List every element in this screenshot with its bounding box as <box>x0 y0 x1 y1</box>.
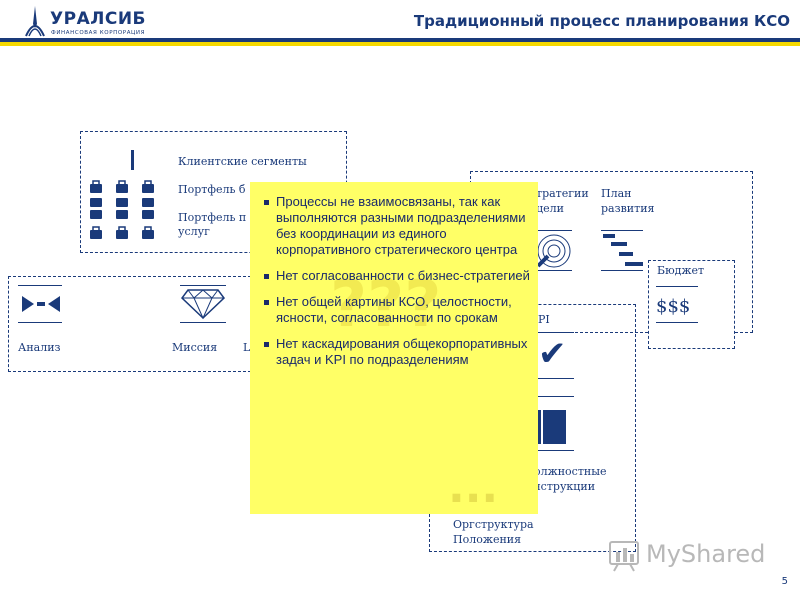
strategy-label-2: цели <box>536 202 564 215</box>
bullet-icon <box>264 200 269 205</box>
briefcases-icon <box>90 180 154 239</box>
analysis-line-bottom <box>18 322 62 323</box>
mission-line-top <box>180 285 226 286</box>
diamond-icon <box>181 289 225 320</box>
sticky-point-text: Процессы не взаимосвязаны, так как выпол… <box>276 194 526 257</box>
checkmark-icon: ✔ <box>538 334 567 374</box>
job-line-top <box>538 396 574 397</box>
page-title: Традиционный процесс планирования КСО <box>413 12 790 30</box>
target-icon <box>536 234 571 268</box>
analysis-line-top <box>18 285 62 286</box>
kpi-line-top <box>538 332 574 333</box>
page-number: 5 <box>781 576 788 587</box>
company-logo: УРАЛСИБ ФИНАНСОВАЯ КОРПОРАЦИЯ <box>24 6 154 38</box>
plan-label-1: План <box>601 187 632 200</box>
watermark: MyShared <box>604 538 766 574</box>
clients-label-services: услуг <box>178 225 210 238</box>
sticky-point: Нет общей картины КСО, целостности, ясно… <box>262 294 530 326</box>
org-label-1: Оргструктура <box>453 518 534 531</box>
bullet-icon <box>264 342 269 347</box>
kpi-line-bottom <box>538 378 574 379</box>
documents-icon <box>538 408 566 444</box>
sticky-note <box>250 182 538 514</box>
sticky-point-text: Нет каскадирования общекорпоративных зад… <box>276 336 528 367</box>
sticky-point: Процессы не взаимосвязаны, так как выпол… <box>262 194 530 258</box>
analysis-cut-label: L <box>243 341 251 354</box>
job-label-1: олжностные <box>534 465 607 478</box>
kpi-label: PI <box>538 313 550 326</box>
sticky-question-marks: ??? <box>330 268 442 342</box>
sticky-point: Нет согласованности с бизнес-стратегией <box>262 268 530 284</box>
analysis-box <box>8 276 276 372</box>
budget-box <box>648 260 735 349</box>
header-rule-yellow <box>0 42 800 46</box>
sticky-point-text: Нет согласованности с бизнес-стратегией <box>276 268 530 283</box>
strategy-label-1: тратегии <box>536 187 589 200</box>
mission-label: Миссия <box>172 341 218 354</box>
strategy-line-bottom <box>530 270 572 271</box>
sticky-point: Нет каскадирования общекорпоративных зад… <box>262 336 530 368</box>
plan-line-top <box>601 230 643 231</box>
budget-label: Бюджет <box>657 264 705 277</box>
sticky-points-list: Процессы не взаимосвязаны, так как выпол… <box>262 194 530 378</box>
budget-line-bottom <box>656 322 698 323</box>
logo-subtitle: ФИНАНСОВАЯ КОРПОРАЦИЯ <box>51 30 146 36</box>
analysis-arrows-icon <box>22 296 60 312</box>
job-label-2: инструкции <box>526 480 596 493</box>
client-segments-bar-icon <box>131 150 134 170</box>
clients-label-portfolio-b: Портфель б <box>178 183 246 196</box>
watermark-chart-icon <box>609 541 639 572</box>
clients-label-portfolio-p: Портфель п <box>178 211 247 224</box>
header-rule-blue <box>0 38 800 42</box>
plan-line-bottom <box>601 270 643 271</box>
logo-emblem-icon <box>25 6 45 37</box>
analysis-label: Анализ <box>18 341 61 354</box>
strategy-line-top <box>530 230 572 231</box>
budget-line-top <box>656 286 698 287</box>
gantt-chart-icon <box>603 234 643 266</box>
bullet-icon <box>264 274 269 279</box>
watermark-text: MyShared <box>646 540 766 568</box>
mission-line-bottom <box>180 322 226 323</box>
plan-label-2: развития <box>601 202 655 215</box>
job-line-bottom <box>538 450 574 451</box>
org-label-2: Положения <box>453 533 522 546</box>
sticky-point-text: Нет общей картины КСО, целостности, ясно… <box>276 294 512 325</box>
budget-value: $$$ <box>656 296 691 317</box>
bullet-icon <box>264 300 269 305</box>
logo-brand: УРАЛСИБ <box>50 9 147 29</box>
sticky-ellipsis: ... <box>448 462 499 513</box>
clients-label-segments: Клиентские сегменты <box>178 155 307 168</box>
